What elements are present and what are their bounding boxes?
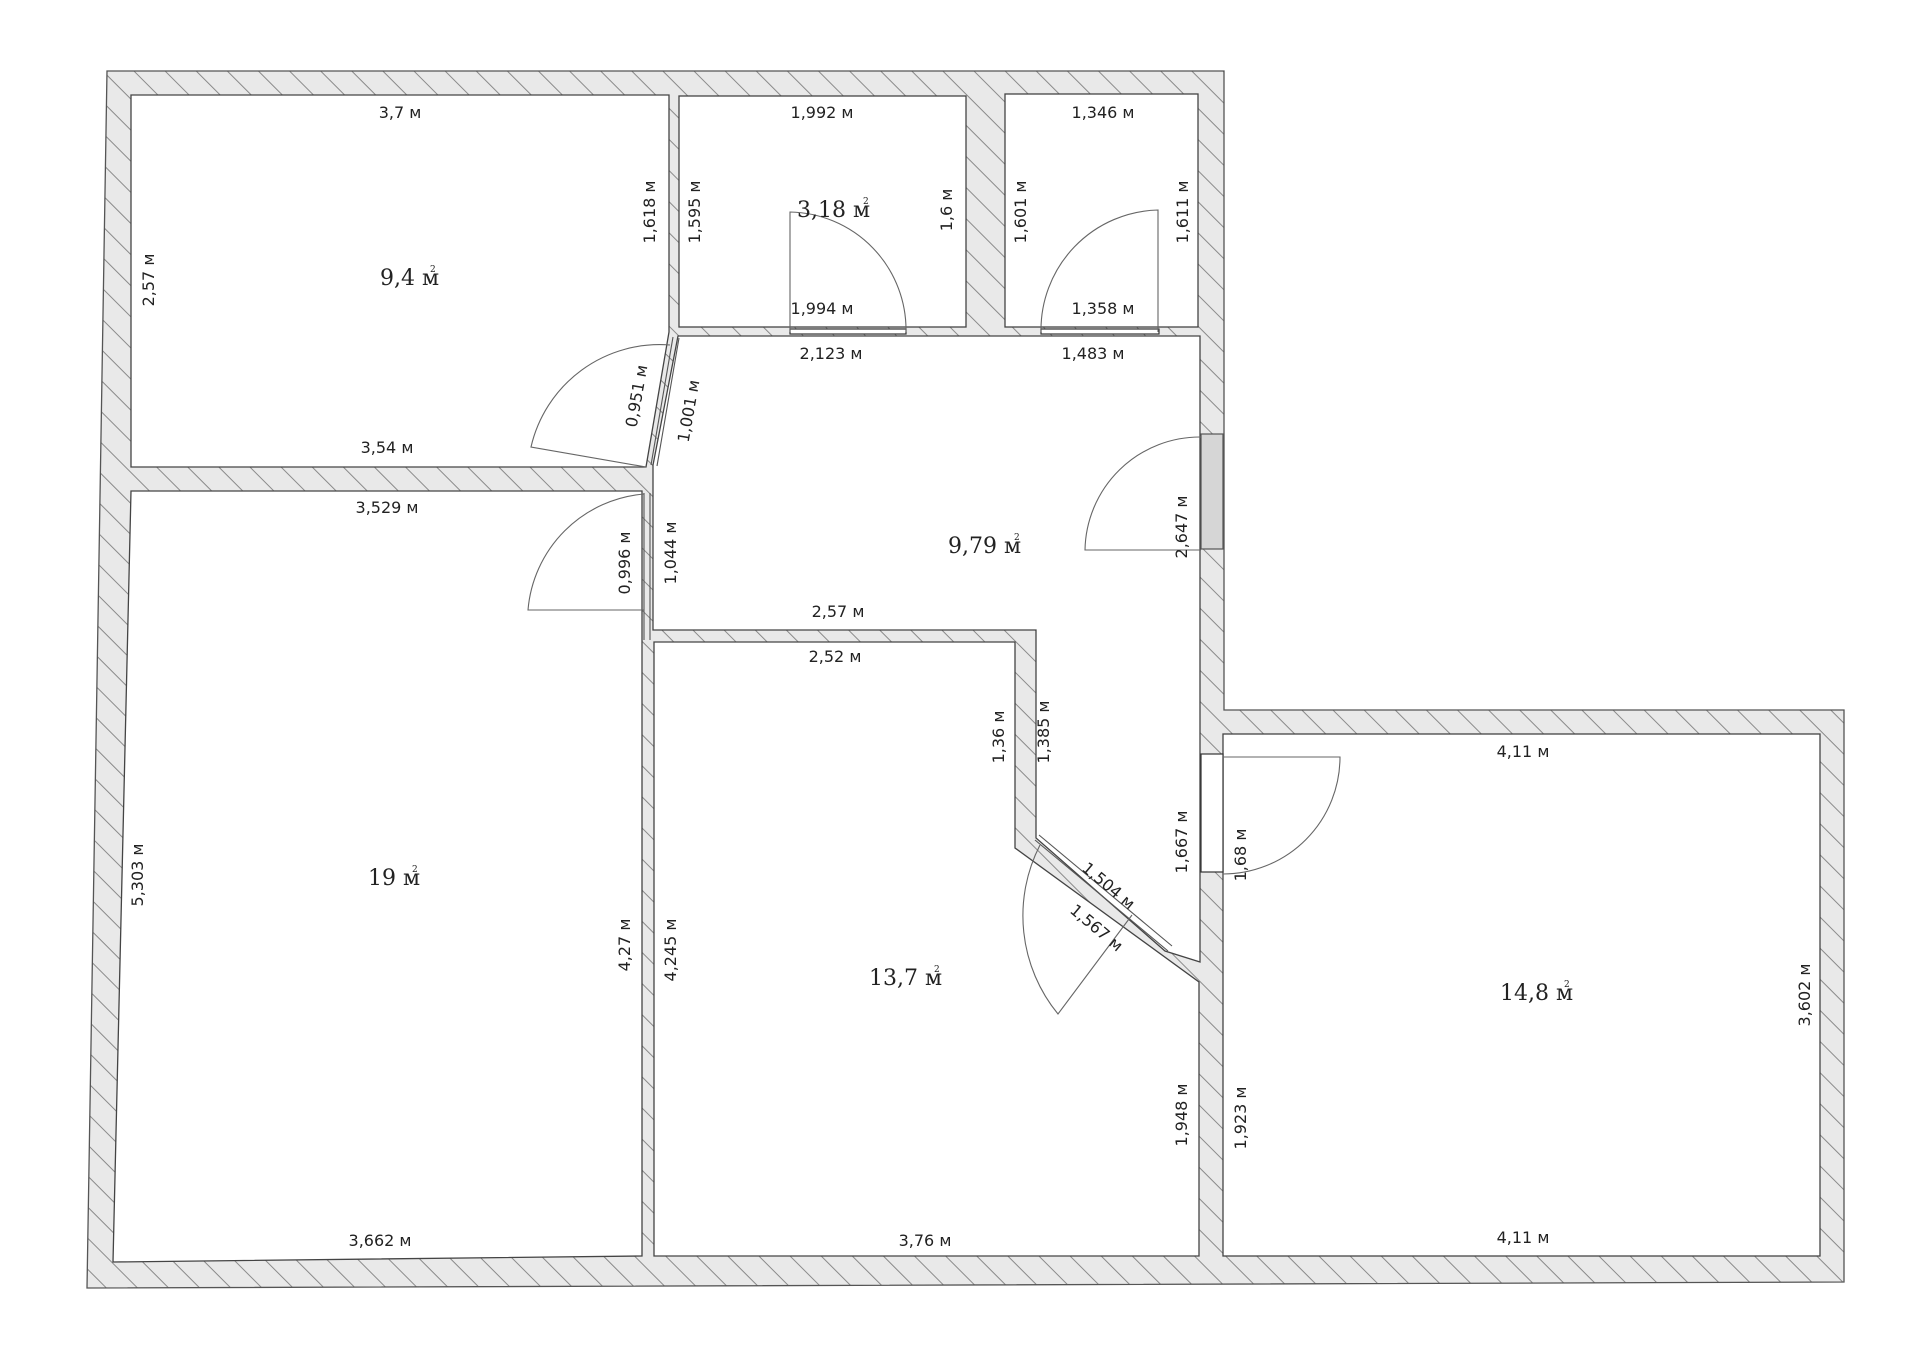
dim-label: 4,11 м <box>1497 742 1550 761</box>
door-leaf-center-1 <box>1034 839 1169 952</box>
svg-text:2: 2 <box>1014 533 1020 543</box>
dim-label: 3,529 м <box>356 498 419 517</box>
door-leaf-hall-1b <box>656 337 680 467</box>
dim-label: 1,992 м <box>791 103 854 122</box>
dim-label: 1,994 м <box>791 299 854 318</box>
dim-label: 3,54 м <box>361 438 414 457</box>
dim-label: 3,602 м <box>1795 964 1814 1027</box>
room-top-left <box>130 94 670 468</box>
dim-label: 1,618 м <box>640 181 659 244</box>
dim-label: 5,303 м <box>128 844 147 907</box>
door-swing-small-2 <box>1040 209 1159 333</box>
door-opening-right <box>1200 753 1224 873</box>
dim-label: 1,595 м <box>685 181 704 244</box>
dim-label: 2,57 м <box>139 254 158 307</box>
door-opening-small-2 <box>1040 328 1160 335</box>
svg-text:2: 2 <box>863 197 869 207</box>
dim-label: 1,667 м <box>1172 811 1191 874</box>
door-swing-top-left <box>530 344 671 468</box>
door-swing-hall <box>1084 436 1202 551</box>
dim-label: 2,647 м <box>1172 496 1191 559</box>
dim-label: 4,11 м <box>1497 1228 1550 1247</box>
room-small-2 <box>1004 93 1199 328</box>
svg-text:2: 2 <box>934 965 940 975</box>
dim-label: 1,346 м <box>1072 103 1135 122</box>
door-leaf-hall-1 <box>650 336 674 466</box>
room-hall <box>652 335 1201 963</box>
area-label-room-right: 14,8 м 2 <box>1500 980 1573 1006</box>
dim-label: 2,123 м <box>800 344 863 363</box>
dim-label: 1,948 м <box>1172 1084 1191 1147</box>
dim-label: 3,662 м <box>349 1231 412 1250</box>
svg-text:2: 2 <box>412 865 418 875</box>
room-center <box>653 641 1200 1257</box>
dim-label: 4,27 м <box>615 919 634 972</box>
dim-label: 1,385 м <box>1034 701 1053 764</box>
svg-text:2: 2 <box>1564 980 1570 990</box>
dim-label: 3,76 м <box>899 1231 952 1250</box>
dim-label: 1,601 м <box>1011 181 1030 244</box>
room-large-left <box>112 490 643 1263</box>
room-small-1 <box>678 95 967 328</box>
dim-label: 2,57 м <box>812 602 865 621</box>
dim-label: 1,044 м <box>661 522 680 585</box>
dim-label: 1,36 м <box>989 711 1008 764</box>
area-label-room-hall: 9,79 м 2 <box>948 533 1021 559</box>
area-label-room-top-left: 9,4 м 2 <box>380 265 439 291</box>
area-label-room-center: 13,7 м 2 <box>869 965 942 991</box>
dim-label: 0,996 м <box>615 532 634 595</box>
area-label-room-large-left: 19 м 2 <box>368 865 420 891</box>
room-right <box>1222 733 1821 1257</box>
svg-text:2: 2 <box>430 265 436 275</box>
dim-label: 1,483 м <box>1062 344 1125 363</box>
dim-label: 1,358 м <box>1072 299 1135 318</box>
svg-text:9,4 м: 9,4 м <box>380 266 439 291</box>
svg-text:3,18 м: 3,18 м <box>797 198 870 223</box>
door-swing-center <box>1022 844 1133 1015</box>
wall-opening-hall <box>1200 433 1224 550</box>
dim-label: 1,923 м <box>1231 1087 1250 1150</box>
door-swing-right <box>1222 756 1341 875</box>
area-label-room-small-1: 3,18 м 2 <box>797 197 870 223</box>
svg-text:9,79 м: 9,79 м <box>948 534 1021 559</box>
dim-label: 2,52 м <box>809 647 862 666</box>
door-swing-left <box>527 493 645 611</box>
dim-label: 1,6 м <box>937 189 956 232</box>
dim-label: 4,245 м <box>661 919 680 982</box>
svg-text:14,8 м: 14,8 м <box>1500 981 1573 1006</box>
door-leaf-center-2 <box>1038 834 1173 947</box>
door-swing-small-1 <box>789 211 907 333</box>
dim-label: 1,68 м <box>1231 829 1250 882</box>
dim-label: 3,7 м <box>379 103 422 122</box>
svg-text:19 м: 19 м <box>368 866 420 891</box>
dim-label: 1,611 м <box>1173 181 1192 244</box>
svg-text:13,7 м: 13,7 м <box>869 966 942 991</box>
door-opening-small-1 <box>789 328 907 335</box>
